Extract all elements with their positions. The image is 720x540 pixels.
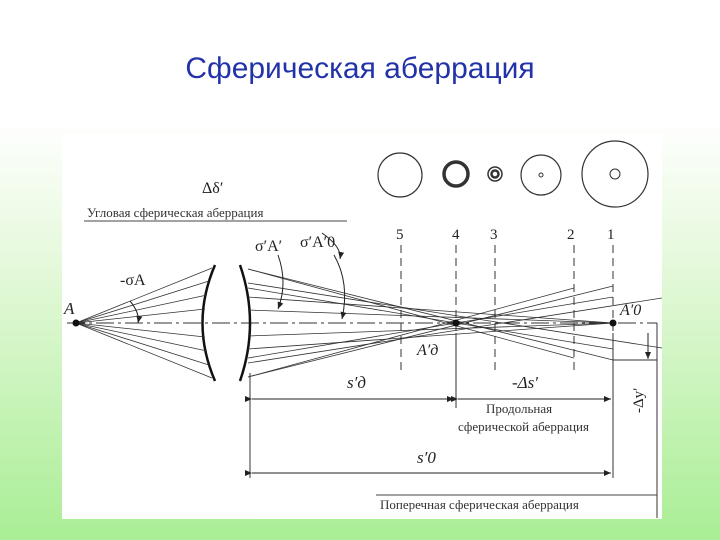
extension-lines: [249, 323, 658, 518]
transverse-caption: Поперечная сферическая аберрация: [380, 497, 579, 512]
point-a-dot: [72, 319, 80, 327]
spot-plane-2-core: [538, 172, 544, 178]
plane-number-4: 4: [452, 227, 460, 243]
longitudinal-caption-1: Продольная: [486, 401, 552, 416]
ad-prime-label: A′д: [416, 342, 438, 359]
slide-title: Сферическая аберрация: [185, 52, 535, 85]
lens-left-surface: [201, 264, 217, 382]
sigma-a-prime-arc: [277, 254, 284, 310]
incident-rays: [75, 267, 213, 379]
point-a0-dot: [609, 319, 617, 327]
sigma-a0-prime-label: σ′A′0: [300, 234, 335, 251]
lens-right-surface: [238, 264, 252, 382]
marginal-ray-upper: [247, 268, 614, 361]
longitudinal-caption-2: сферической аберрация: [458, 419, 589, 434]
delta-delta-label: Δδ′: [202, 180, 223, 197]
spot-plane-1: [581, 140, 649, 208]
minus-sigma-a-label: -σA: [120, 272, 146, 289]
minus-delta-y-label: -Δy′: [631, 388, 647, 413]
spot-plane-3-outer: [487, 166, 503, 182]
plane-number-3: 3: [490, 227, 498, 243]
marginal-ray-lower: [247, 285, 614, 378]
angle-arcs: [129, 232, 347, 324]
plane-number-2: 2: [567, 227, 575, 243]
spot-plane-4: [442, 160, 470, 188]
plane-number-5: 5: [396, 227, 404, 243]
delta-delta-arc: [321, 232, 345, 260]
sigma-a0-prime-arc: [333, 254, 347, 320]
point-a-label: A: [63, 299, 75, 318]
aberration-diagram: Δδ′ Угловая сферическая аберрация 5 4 3 …: [62, 133, 662, 519]
a0-prime-label: A′0: [619, 302, 641, 319]
lens: [201, 264, 252, 382]
spot-plane-2: [520, 154, 562, 196]
diagram-svg: Δδ′ Угловая сферическая аберрация 5 4 3 …: [63, 140, 662, 518]
spot-diagrams: [377, 140, 649, 208]
minus-delta-s-label: -Δs′: [512, 373, 538, 392]
s0-label: s′0: [417, 448, 436, 467]
plane-numbers: 5 4 3 2 1: [396, 227, 615, 243]
spot-plane-1-core: [609, 168, 621, 180]
sigma-a-prime-label: σ′A′: [255, 238, 282, 255]
plane-number-1: 1: [607, 227, 615, 243]
refracted-rays: [247, 268, 662, 378]
s-d-label: s′д: [347, 373, 366, 392]
spot-plane-5: [377, 152, 423, 198]
angular-caption: Угловая сферическая аберрация: [87, 205, 263, 220]
spot-plane-3-inner: [490, 169, 500, 179]
point-ad-dot: [452, 319, 460, 327]
sigma-a-arc: [129, 300, 143, 324]
